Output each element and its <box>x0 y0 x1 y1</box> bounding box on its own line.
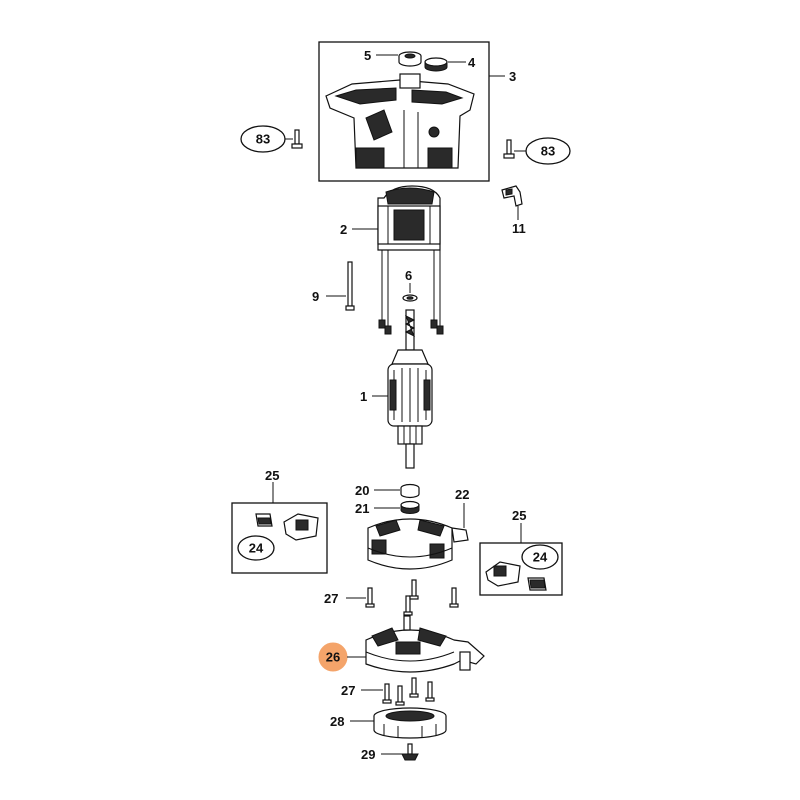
part-11-clip[interactable] <box>501 185 523 207</box>
callout-3: 3 <box>509 69 516 84</box>
part-20-bearing[interactable] <box>400 483 420 499</box>
part-21-spacer[interactable] <box>400 500 420 514</box>
part-9-bolt[interactable] <box>345 261 355 311</box>
part-28-ring[interactable] <box>373 707 447 739</box>
callout-2: 2 <box>340 222 347 237</box>
callout-22: 22 <box>455 487 469 502</box>
part-22-brush-ring[interactable] <box>367 518 469 570</box>
callout-27-upper: 27 <box>324 591 338 606</box>
part-83-screw-left[interactable] <box>291 129 303 149</box>
callout-5: 5 <box>364 48 371 63</box>
part-4-bearing[interactable] <box>424 57 448 72</box>
part-27-screws-upper[interactable] <box>365 579 459 616</box>
callout-25-left: 25 <box>265 468 279 483</box>
part-83-screw-right[interactable] <box>503 139 515 159</box>
callout-24-right-oval <box>521 544 559 570</box>
part-3-housing[interactable] <box>318 41 490 182</box>
part-3-box <box>318 41 490 182</box>
part-27-screws-lower[interactable] <box>382 677 435 706</box>
part-29-screw[interactable] <box>401 743 419 761</box>
callout-1: 1 <box>360 389 367 404</box>
callout-9: 9 <box>312 289 319 304</box>
part-5-bearing[interactable] <box>398 51 422 67</box>
callout-20: 20 <box>355 483 369 498</box>
callout-27-lower: 27 <box>341 683 355 698</box>
callout-83-left: 83 <box>256 132 270 147</box>
callout-21: 21 <box>355 501 369 516</box>
callout-6: 6 <box>405 268 412 283</box>
callout-11: 11 <box>512 221 526 236</box>
part-25-left-box <box>231 502 328 574</box>
callout-4: 4 <box>468 55 476 70</box>
callout-26: 26 <box>326 650 340 665</box>
callout-83-right: 83 <box>541 144 555 159</box>
part-26-end-cap[interactable] <box>365 615 485 673</box>
part-6-washer[interactable] <box>402 294 418 302</box>
callout-24-left-oval <box>237 535 275 561</box>
part-2-stator[interactable] <box>377 185 444 335</box>
callout-24-right: 24 <box>533 550 548 565</box>
callout-25-right: 25 <box>512 508 526 523</box>
callout-24-left: 24 <box>249 541 264 556</box>
part-25-brush-assembly-left[interactable] <box>231 502 328 574</box>
callout-29: 29 <box>361 747 375 762</box>
part-1-armature[interactable] <box>387 309 433 469</box>
callout-28: 28 <box>330 714 344 729</box>
